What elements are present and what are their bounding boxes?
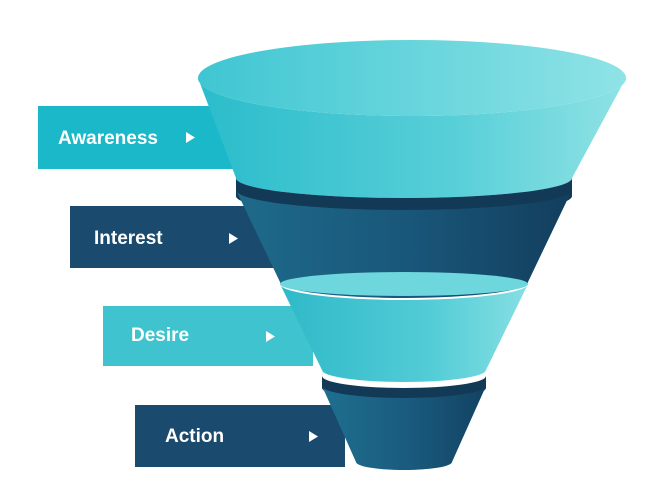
funnel-segment-interest-rim	[236, 178, 572, 216]
awareness-label: Awareness	[58, 128, 158, 149]
desire-label: Desire	[131, 325, 189, 346]
play-arrow-icon	[229, 233, 238, 244]
desire-tab	[103, 306, 313, 366]
stage-action: Action	[135, 405, 345, 467]
play-arrow-icon	[309, 431, 318, 442]
play-arrow-icon	[266, 331, 275, 342]
funnel-segment-interest	[236, 190, 572, 298]
interest-tab	[70, 206, 280, 268]
funnel-segment-desire	[280, 284, 528, 382]
funnel-segment-awareness	[198, 78, 626, 198]
funnel-desire-rim	[280, 272, 528, 296]
stage-interest: Interest	[70, 206, 280, 268]
interest-label: Interest	[94, 228, 163, 249]
funnel-body	[198, 40, 626, 470]
action-label: Action	[165, 426, 224, 447]
funnel-top-rim	[198, 40, 626, 116]
funnel-segment-action-rim	[322, 376, 486, 400]
funnel-segment-action	[322, 386, 486, 470]
play-arrow-icon	[186, 132, 195, 143]
stage-desire: Desire	[103, 306, 313, 366]
